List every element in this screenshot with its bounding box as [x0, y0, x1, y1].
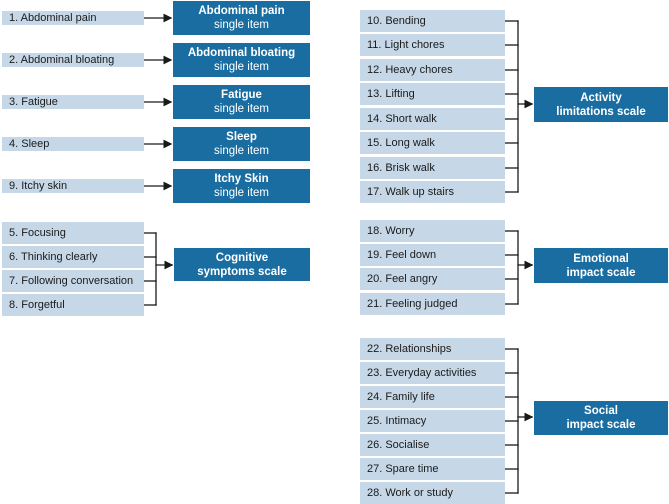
- box-title: Itchy Skin: [214, 173, 269, 185]
- item-bar-10: 10. Bending: [360, 10, 505, 32]
- item-bar-25: 25. Intimacy: [360, 410, 505, 432]
- scale-title-line2: impact scale: [566, 266, 636, 279]
- item-bar-24: 24. Family life: [360, 386, 505, 408]
- item-bar-14: 14. Short walk: [360, 108, 505, 130]
- box-title: Fatigue: [221, 89, 262, 101]
- box-subtitle: single item: [214, 187, 269, 199]
- box-title: Abdominal bloating: [187, 47, 296, 59]
- item-bar-19: 19. Feel down: [360, 244, 505, 266]
- scale-box-emotional: Emotional impact scale: [534, 248, 668, 283]
- scale-title-line2: symptoms scale: [197, 265, 287, 278]
- scale-box-cognitive: Cognitive symptoms scale: [174, 248, 310, 281]
- single-item-arrows: [144, 13, 173, 191]
- item-bar-21: 21. Feeling judged: [360, 293, 505, 315]
- item-bar-15: 15. Long walk: [360, 132, 505, 154]
- single-item-box-itchy-skin: Itchy Skin single item: [173, 169, 310, 203]
- item-bar-8: 8. Forgetful: [2, 294, 144, 316]
- item-bar-2: 2. Abdominal bloating: [2, 53, 144, 67]
- box-subtitle: single item: [214, 19, 269, 31]
- scale-title-line1: Cognitive: [215, 251, 269, 264]
- item-bar-20: 20. Feel angry: [360, 268, 505, 290]
- scale-box-activity: Activity limitations scale: [534, 87, 668, 122]
- item-bar-22: 22. Relationships: [360, 338, 505, 360]
- box-title: Abdominal pain: [198, 5, 285, 17]
- single-item-box-abdominal-bloating: Abdominal bloating single item: [173, 43, 310, 77]
- item-bar-23: 23. Everyday activities: [360, 362, 505, 384]
- item-bar-26: 26. Socialise: [360, 434, 505, 456]
- item-bar-18: 18. Worry: [360, 220, 505, 242]
- single-item-box-abdominal-pain: Abdominal pain single item: [173, 1, 310, 35]
- box-subtitle: single item: [214, 61, 269, 73]
- item-bar-3: 3. Fatigue: [2, 95, 144, 109]
- item-bar-11: 11. Light chores: [360, 34, 505, 56]
- box-title: Sleep: [226, 131, 257, 143]
- scale-box-social: Social impact scale: [534, 401, 668, 435]
- single-item-box-fatigue: Fatigue single item: [173, 85, 310, 119]
- item-bar-28: 28. Work or study: [360, 482, 505, 504]
- item-bar-9: 9. Itchy skin: [2, 179, 144, 193]
- bracket-emotional: [504, 230, 534, 305]
- bracket-cognitive: [143, 232, 174, 306]
- box-subtitle: single item: [214, 103, 269, 115]
- item-bar-5: 5. Focusing: [2, 222, 144, 244]
- item-bar-4: 4. Sleep: [2, 137, 144, 151]
- item-bar-13: 13. Lifting: [360, 83, 505, 105]
- item-bar-17: 17. Walk up stairs: [360, 181, 505, 203]
- single-item-box-sleep: Sleep single item: [173, 127, 310, 161]
- item-bar-6: 6. Thinking clearly: [2, 246, 144, 268]
- item-bar-12: 12. Heavy chores: [360, 59, 505, 81]
- item-bar-7: 7. Following conversation: [2, 270, 144, 292]
- bracket-activity: [504, 20, 534, 193]
- scale-title-line2: limitations scale: [556, 105, 646, 118]
- scale-title-line2: impact scale: [566, 419, 636, 431]
- item-bar-27: 27. Spare time: [360, 458, 505, 480]
- scale-title-line1: Social: [584, 405, 618, 417]
- bracket-social: [504, 348, 534, 494]
- item-bar-16: 16. Brisk walk: [360, 157, 505, 179]
- item-bar-1: 1. Abdominal pain: [2, 11, 144, 25]
- scale-title-line1: Emotional: [573, 252, 629, 265]
- scale-title-line1: Activity: [580, 91, 622, 104]
- box-subtitle: single item: [214, 145, 269, 157]
